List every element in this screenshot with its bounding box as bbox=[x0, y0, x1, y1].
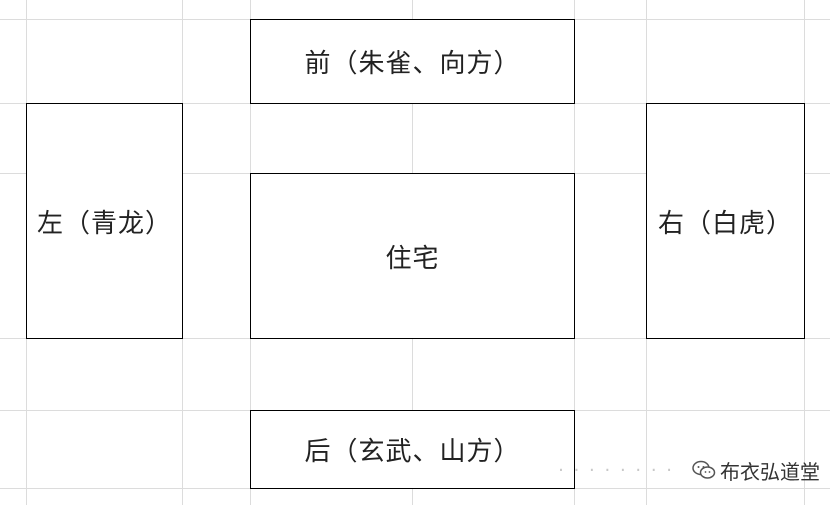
center-box: 住宅 bbox=[250, 173, 575, 339]
watermark-faded-text: · · · · · · · · bbox=[558, 459, 674, 481]
watermark: · · · · · · · · 布衣弘道堂 bbox=[540, 452, 820, 488]
front-box: 前（朱雀、向方） bbox=[250, 19, 575, 104]
left-label: 左（青龙） bbox=[36, 208, 172, 239]
wechat-icon bbox=[692, 460, 716, 479]
right-label: 右（白虎） bbox=[657, 208, 793, 239]
center-label: 住宅 bbox=[385, 243, 440, 274]
back-label: 后（玄武、山方） bbox=[304, 437, 521, 467]
watermark-account-name: 布衣弘道堂 bbox=[720, 459, 820, 484]
front-label: 前（朱雀、向方） bbox=[304, 49, 521, 79]
left-box: 左（青龙） bbox=[26, 103, 183, 339]
right-box: 右（白虎） bbox=[646, 103, 805, 339]
back-box: 后（玄武、山方） bbox=[250, 410, 575, 489]
